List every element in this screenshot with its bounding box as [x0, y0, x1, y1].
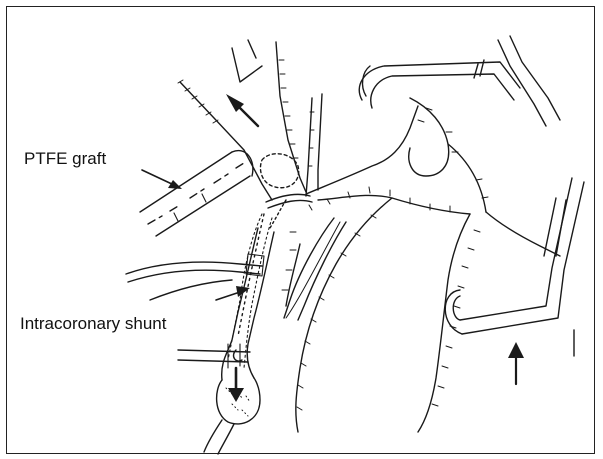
anastomosis-region [260, 154, 312, 228]
opened-coronary [282, 218, 346, 320]
intracoronary-shunt-label: Intracoronary shunt [20, 314, 166, 334]
ptfe-label-arrow [142, 170, 182, 189]
ptfe-graft-label: PTFE graft [24, 149, 106, 169]
arrow-up-left-icon [226, 94, 258, 126]
arrow-up-icon [508, 342, 524, 384]
narrow-vessel [306, 94, 322, 196]
upper-left-vessel [178, 40, 306, 200]
dotted-junction [228, 214, 272, 368]
main-vessel [296, 98, 560, 432]
intracoronary-shunt [178, 214, 274, 454]
ptfe-graft-tube [140, 151, 253, 236]
top-clamp [359, 36, 560, 126]
shunt-label-arrow [216, 286, 250, 300]
